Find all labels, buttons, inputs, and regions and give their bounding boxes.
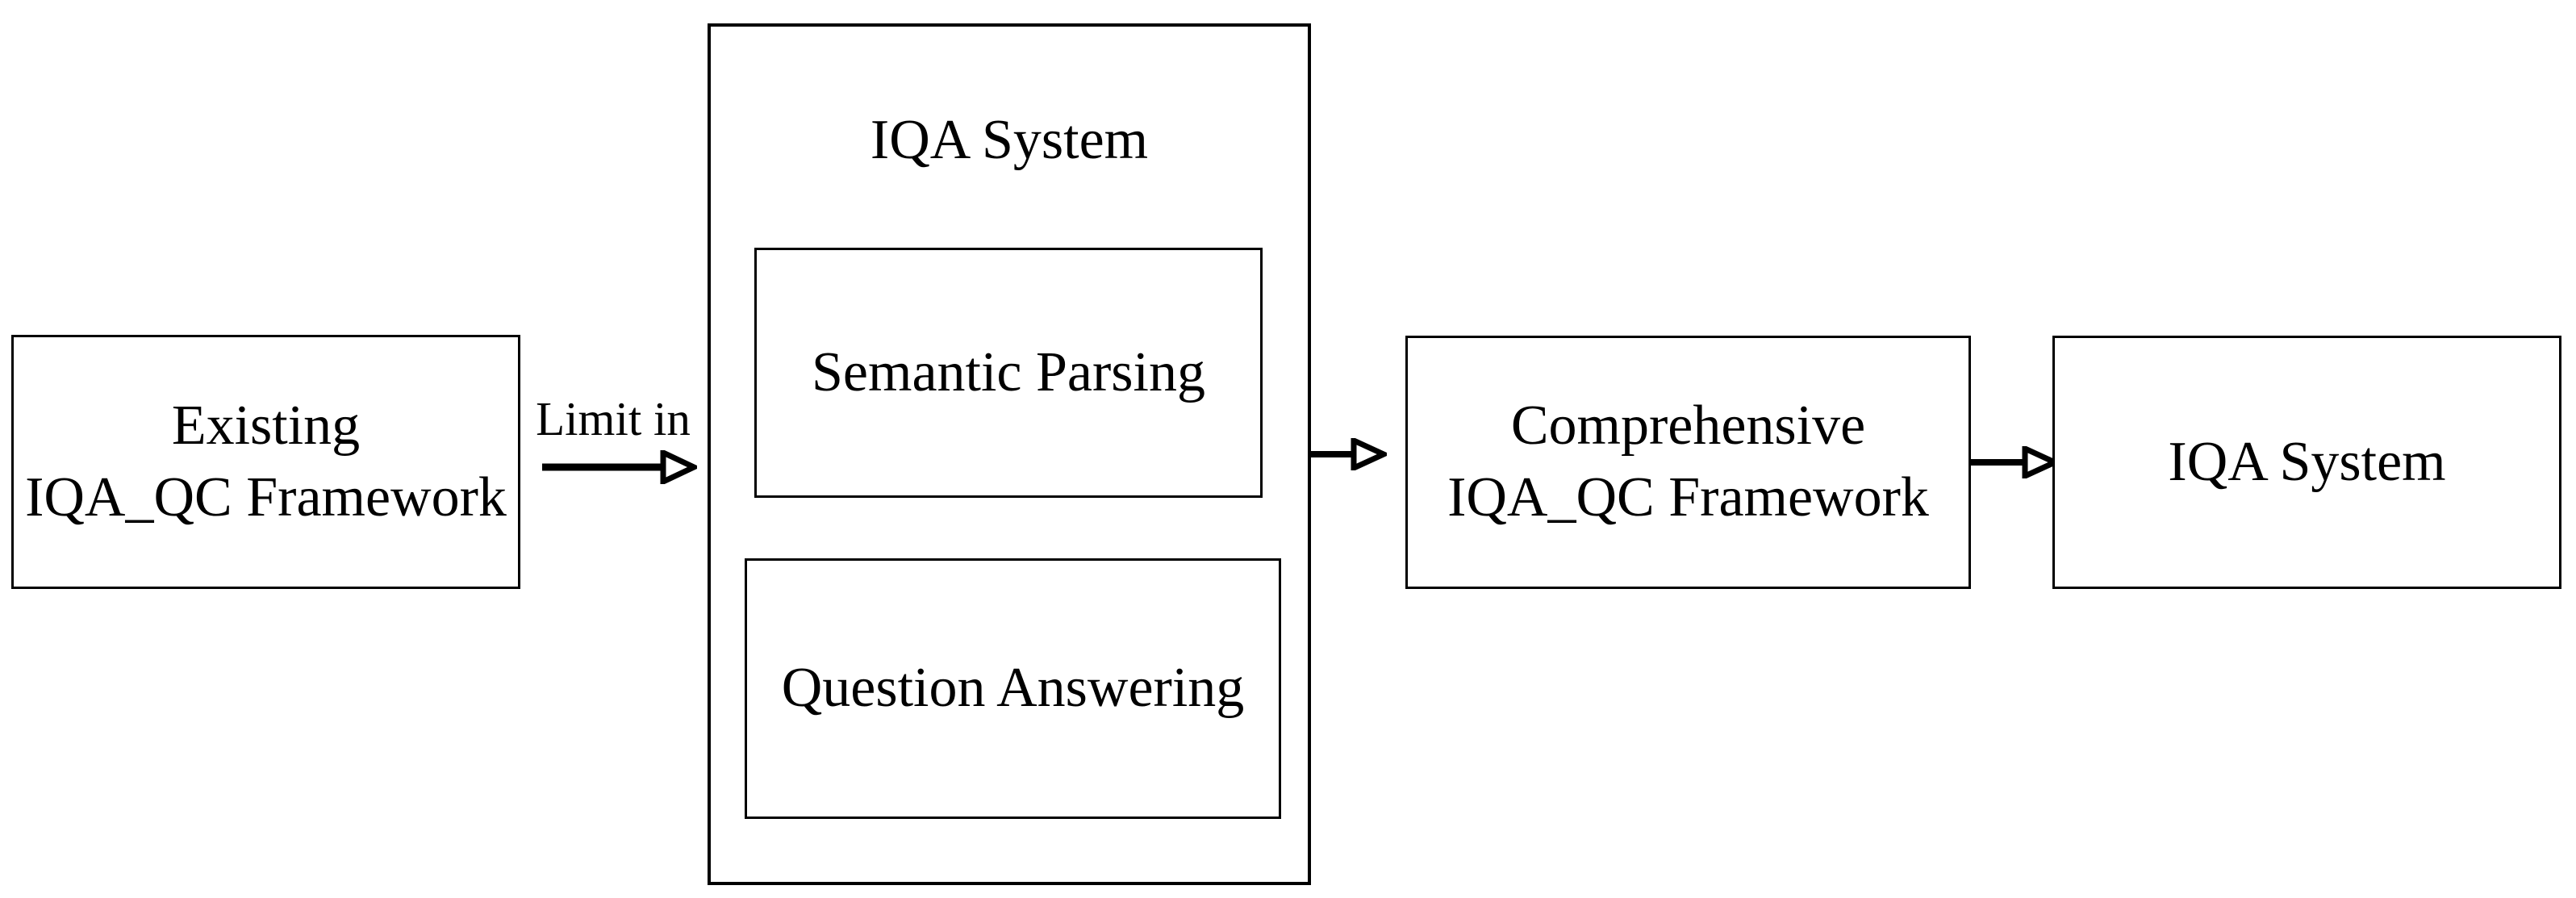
box-iqa-system-output: IQA System <box>2052 336 2561 589</box>
arrow-limit-in <box>542 450 697 484</box>
arrow-container-to-comprehensive <box>1309 438 1387 470</box>
arrow-right-icon <box>2022 446 2058 478</box>
comprehensive-framework-label-line2: IQA_QC Framework <box>1447 466 1929 528</box>
question-answering-label: Question Answering <box>781 657 1245 720</box>
box-existing-framework: Existing IQA_QC Framework <box>11 335 520 589</box>
arrow-comprehensive-to-output <box>1970 446 2058 478</box>
box-question-answering: Question Answering <box>745 558 1281 819</box>
existing-framework-label: Existing IQA_QC Framework <box>25 391 507 534</box>
existing-framework-label-line2: IQA_QC Framework <box>25 466 507 528</box>
existing-framework-label-line1: Existing <box>171 394 361 457</box>
arrow-right-icon <box>1351 438 1387 470</box>
iqa-system-container-title: IQA System <box>870 109 1149 171</box>
iqa-system-output-label: IQA System <box>2168 430 2446 493</box>
semantic-parsing-label: Semantic Parsing <box>812 340 1205 403</box>
comprehensive-framework-label-line1: Comprehensive <box>1510 395 1866 457</box>
comprehensive-framework-label: Comprehensive IQA_QC Framework <box>1447 391 1929 534</box>
box-semantic-parsing: Semantic Parsing <box>754 248 1263 498</box>
box-comprehensive-framework: Comprehensive IQA_QC Framework <box>1405 336 1971 589</box>
edge-label-limit-in: Limit in <box>536 392 691 445</box>
arrow-right-icon <box>660 450 697 484</box>
